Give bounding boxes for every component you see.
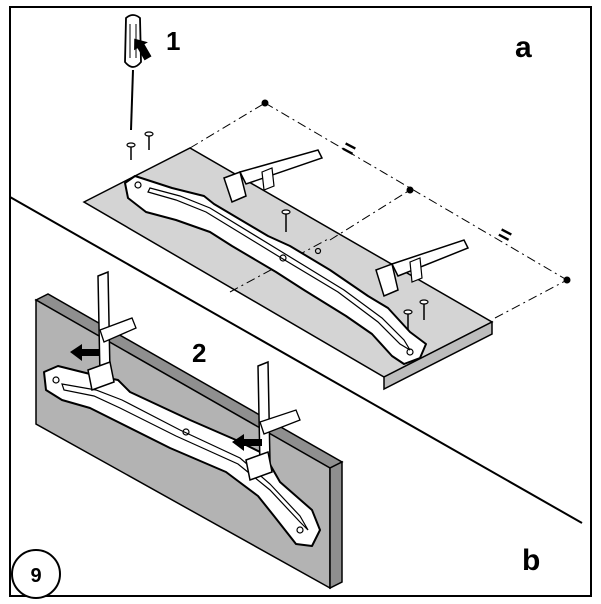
- screw-icon: [403, 309, 413, 330]
- right-slide-clip: [232, 360, 301, 482]
- step-number: 9: [30, 565, 41, 587]
- screw-icon: [419, 299, 429, 320]
- screwdriver-icon: [124, 14, 152, 131]
- arrow-left-icon: [70, 344, 100, 361]
- panel-b-label: b: [522, 544, 540, 577]
- panel-a: = =: [82, 14, 571, 391]
- mounting-bracket: [124, 175, 427, 365]
- measure-point: [261, 99, 269, 107]
- left-slide-clip: [70, 270, 137, 392]
- bracket-hole: [182, 428, 190, 436]
- step-number-badge: 9: [11, 549, 61, 599]
- panel-divider: [9, 196, 583, 524]
- left-clip: [223, 149, 324, 204]
- screw-icon: [126, 142, 136, 160]
- panel-a-label: a: [515, 31, 532, 64]
- bracket-hole: [296, 526, 304, 534]
- guide-line: [329, 189, 411, 241]
- mounting-bracket-wall: [43, 365, 321, 547]
- bracket-hole: [279, 254, 287, 262]
- board-side: [383, 320, 493, 391]
- guide-line: [494, 279, 568, 319]
- bracket-hole: [406, 348, 414, 356]
- screw-icon: [144, 131, 154, 150]
- bracket-slot: [147, 187, 411, 351]
- wall-side-edge: [329, 460, 343, 590]
- step-1-label: 1: [166, 26, 180, 56]
- measure-point: [406, 186, 414, 194]
- bracket-slot: [61, 383, 309, 531]
- measure-point: [563, 276, 571, 284]
- step-2-label: 2: [192, 338, 206, 368]
- arrow-left-icon: [232, 434, 262, 451]
- measure-line: [264, 102, 568, 281]
- bracket-hole: [52, 376, 60, 384]
- screw-icon: [281, 209, 291, 232]
- bracket-hole: [134, 181, 142, 189]
- rotate-arrow-icon: [134, 38, 152, 61]
- guide-line: [189, 102, 266, 149]
- bracket-hole: [314, 247, 322, 255]
- panel-b: 2 b: [34, 270, 540, 590]
- right-clip: [375, 239, 470, 298]
